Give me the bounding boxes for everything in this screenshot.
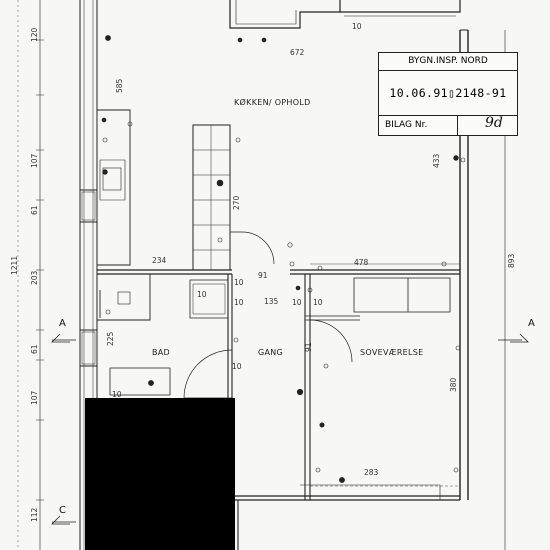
dimension-label: 270 [232, 195, 241, 210]
wardrobes [353, 277, 451, 313]
dimension-label: 203 [30, 270, 39, 285]
dimension-label: 10 [112, 390, 122, 399]
section-line-a-left [51, 333, 76, 343]
dimension-label: 225 [106, 331, 115, 346]
kitchen-counter [97, 109, 131, 266]
room-label-bedroom: SOVEVÆRELSE [360, 348, 424, 357]
wall-kitchen-bath [97, 269, 232, 275]
dimension-label: 91 [304, 342, 313, 352]
dimension-label: 10 [234, 278, 244, 287]
room-label-bathroom: BAD [152, 348, 171, 357]
inspection-stamp: BYGN.INSP. NORD 10.06.91▯2148-91 BILAG N… [378, 52, 518, 136]
room-label-kitchen-living: KØKKEN/ OPHOLD [234, 98, 311, 107]
top-wall [229, 0, 341, 29]
kitchen-cabinets [192, 124, 231, 271]
dimension-label: 10 [197, 290, 207, 299]
dimension-label: 893 [507, 253, 516, 268]
section-marker-a-right: A [528, 318, 535, 329]
door-swing-bedroom [309, 319, 353, 363]
dimension-label: 61 [30, 344, 39, 354]
stamp-authority: BYGN.INSP. NORD [379, 53, 517, 71]
dimension-label: 112 [30, 507, 39, 522]
dimension-label: 107 [30, 390, 39, 405]
dimension-label: 10 [313, 298, 323, 307]
door-swing-bath [183, 349, 233, 399]
dimension-label: 120 [30, 27, 39, 42]
stamp-annex-row: BILAG Nr. 9d [379, 115, 517, 135]
bottom-wall [232, 495, 460, 501]
dimension-label: 478 [354, 258, 369, 267]
dimension-label: 135 [264, 297, 279, 306]
stamp-annex-label: BILAG Nr. [385, 120, 428, 130]
door-swing-kitchen [230, 231, 275, 265]
dimension-label: 1211 [10, 255, 19, 275]
dimension-label: 283 [364, 468, 379, 477]
stamp-annex-value: 9d [485, 115, 503, 131]
outlet-symbol [105, 35, 111, 41]
dimension-label: 91 [258, 271, 268, 280]
room-label-hallway: GANG [258, 348, 284, 357]
dimension-label: 380 [449, 377, 458, 392]
section-marker-c: C [59, 505, 66, 516]
redaction-block [85, 398, 235, 550]
dimension-label: 672 [290, 48, 305, 57]
dimension-label: 10 [292, 298, 302, 307]
bathroom-walls [96, 274, 151, 400]
dimension-label: 234 [152, 256, 167, 265]
dimension-label: 10 [232, 362, 242, 371]
section-line-a-right [498, 333, 529, 343]
stamp-divider [457, 116, 458, 135]
dimension-label: 10 [352, 22, 362, 31]
dimension-label: 10 [234, 298, 244, 307]
section-marker-a-left: A [59, 318, 66, 329]
stamp-case-number: 10.06.91▯2148-91 [379, 71, 517, 116]
wall-hall-bedroom [304, 274, 311, 500]
dimension-label: 433 [432, 153, 441, 168]
dimension-label: 61 [30, 205, 39, 215]
dimension-label: 107 [30, 153, 39, 168]
dimension-label: 585 [115, 78, 124, 93]
